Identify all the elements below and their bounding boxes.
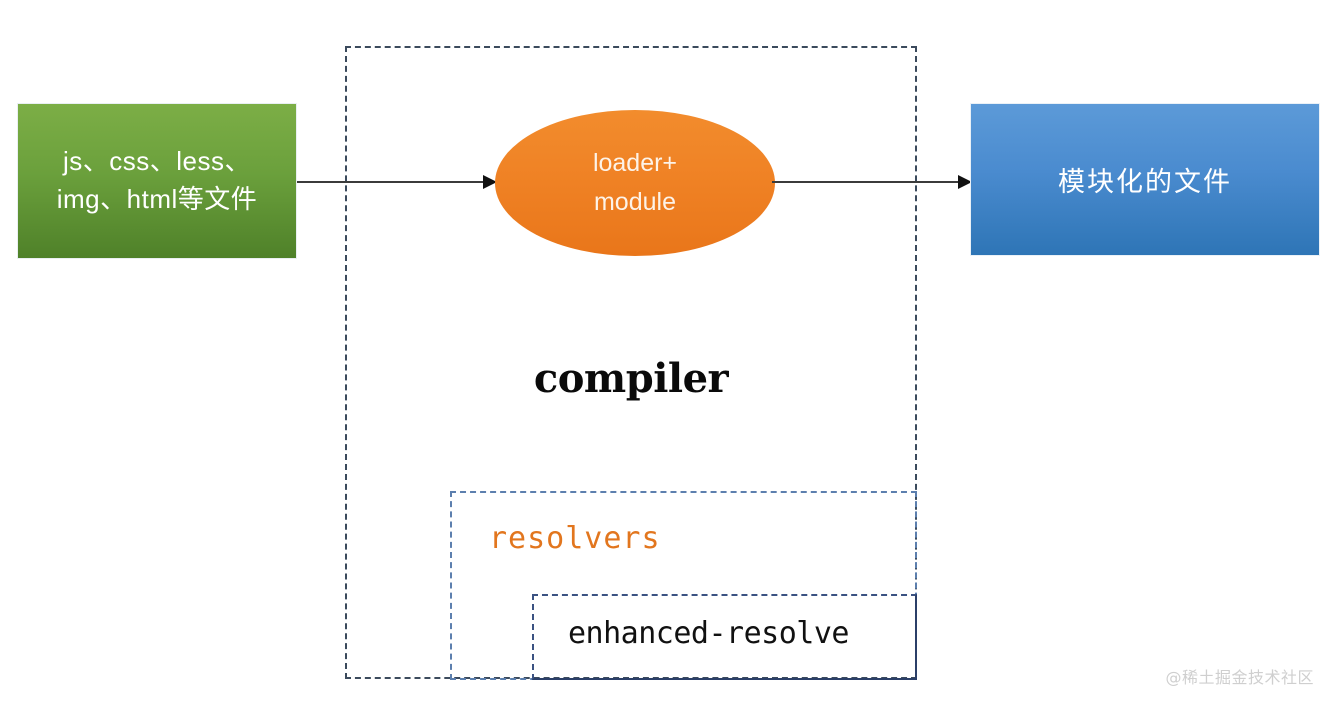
enhanced-resolve-frame: [532, 594, 917, 680]
source-files-node: js、css、less、 img、html等文件: [17, 103, 297, 259]
modular-output-node: 模块化的文件: [970, 103, 1320, 256]
source-files-label: js、css、less、 img、html等文件: [56, 146, 258, 214]
enhanced-resolve-label: enhanced-resolve: [568, 616, 849, 651]
watermark: @稀土掘金技术社区: [1165, 668, 1314, 687]
resolvers-label: resolvers: [489, 521, 661, 556]
arrow-loader-to-output: [772, 172, 972, 192]
modular-output-label: 模块化的文件: [1058, 167, 1232, 197]
loader-module-node: loader+ module: [495, 110, 775, 256]
loader-module-label: loader+ module: [592, 149, 678, 216]
arrow-source-to-loader: [297, 172, 497, 192]
compiler-title: compiler: [533, 355, 729, 402]
